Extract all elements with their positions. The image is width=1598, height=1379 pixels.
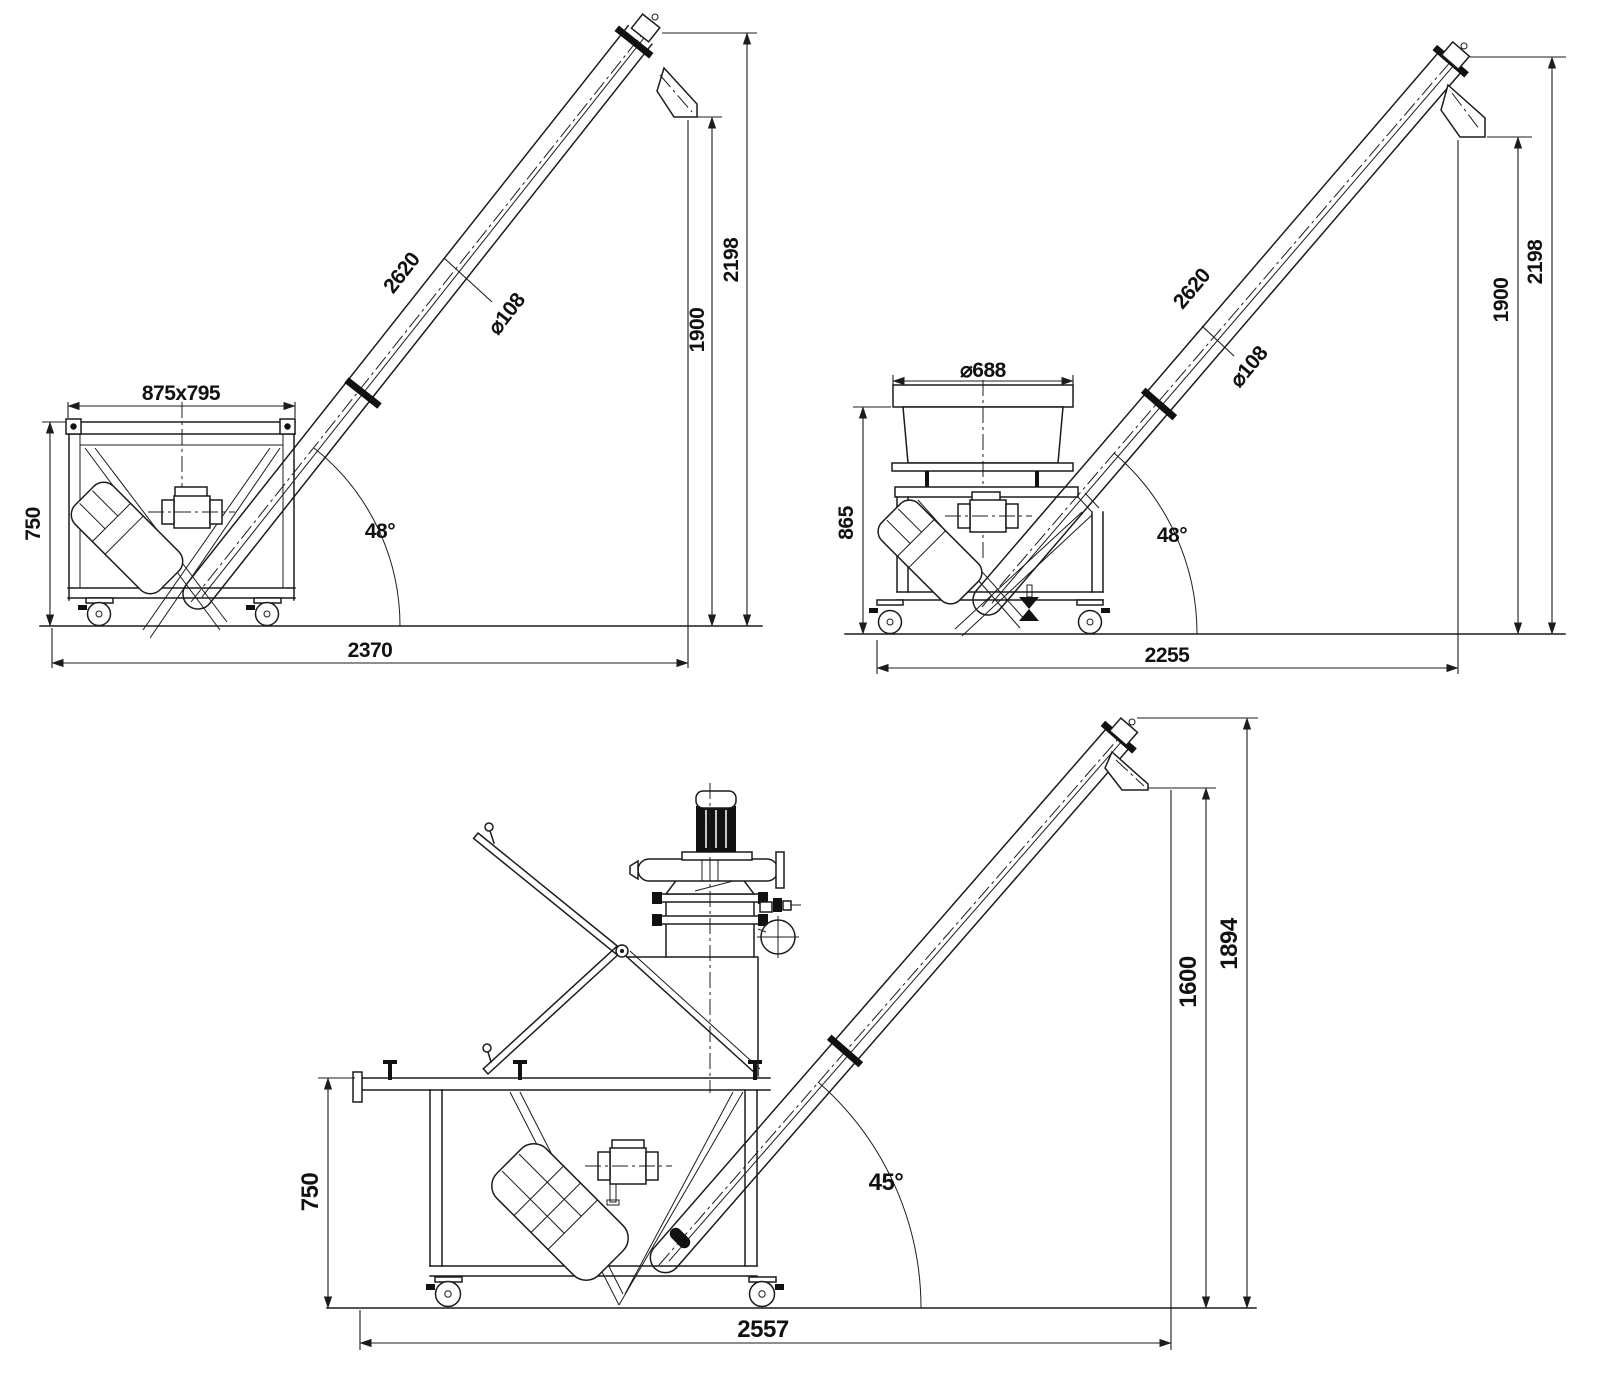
machine-round-hopper bbox=[844, 40, 1566, 637]
dim-discharge-height: 1600 bbox=[1175, 956, 1202, 1008]
shaft-coupling bbox=[945, 491, 1032, 533]
conveyor-tube bbox=[972, 40, 1486, 616]
outlet-cap bbox=[1108, 716, 1139, 747]
dim-hopper-size: 875x795 bbox=[142, 382, 221, 405]
dim-discharge-height: 1900 bbox=[1490, 278, 1513, 323]
dim-overall-height: 2198 bbox=[1524, 239, 1547, 285]
dim-overall-length: 2557 bbox=[737, 1316, 789, 1343]
lid-handle-knob bbox=[484, 822, 494, 832]
hopper-body bbox=[624, 950, 761, 1077]
vacuum-loader-unit bbox=[629, 783, 801, 1093]
dim-hopper-diameter: ⌀688 bbox=[960, 359, 1007, 382]
conveyor-tube bbox=[649, 716, 1149, 1274]
angle-arc bbox=[817, 1081, 922, 1309]
shaft-coupling bbox=[148, 486, 235, 529]
dim-overall-height: 2198 bbox=[720, 237, 743, 283]
dim-incline-angle: 48° bbox=[1157, 524, 1187, 547]
dim-cart-height: 750 bbox=[22, 507, 45, 541]
tube-weld-band bbox=[344, 377, 382, 409]
dim-tube-diameter: ⌀108 bbox=[484, 288, 531, 339]
drive-motor bbox=[491, 1143, 629, 1281]
machine-square-hopper bbox=[39, 13, 763, 639]
conveyor-tube bbox=[182, 13, 698, 610]
dim-incline-angle: 48° bbox=[365, 520, 395, 543]
caster-wheels bbox=[869, 584, 1110, 635]
open-lid bbox=[472, 822, 629, 1076]
dimensions-vacuum-loader: 750 2557 45° 1600 1894 bbox=[297, 717, 1258, 1350]
caster-wheels bbox=[78, 597, 282, 627]
blower-housing bbox=[637, 858, 779, 882]
dim-screw-length: 2620 bbox=[1169, 264, 1215, 313]
dim-screw-length: 2620 bbox=[379, 248, 425, 297]
dim-tube-diameter: ⌀108 bbox=[1226, 341, 1274, 391]
view-vacuum-loader: 750 2557 45° 1600 1894 bbox=[297, 716, 1258, 1350]
shaft-coupling bbox=[585, 1139, 672, 1206]
leveling-foot bbox=[1026, 584, 1033, 598]
discharge-spout bbox=[1440, 83, 1486, 138]
view-square-hopper: 875x795 750 2370 2620 ⌀108 48° 1900 2198 bbox=[22, 13, 763, 668]
dim-overall-height: 1894 bbox=[1216, 917, 1243, 970]
lid-handle-knob bbox=[482, 1043, 492, 1053]
view-round-hopper: ⌀688 865 2255 2620 ⌀108 48° 1900 2198 bbox=[835, 40, 1566, 674]
outlet-cap bbox=[630, 13, 661, 43]
caster-wheels bbox=[426, 1276, 784, 1308]
machine-vacuum-loader bbox=[326, 716, 1257, 1309]
tube-weld-band bbox=[826, 1034, 864, 1068]
dim-hopper-height: 865 bbox=[835, 505, 858, 539]
discharge-spout bbox=[1104, 750, 1149, 791]
dim-discharge-height: 1900 bbox=[686, 308, 709, 353]
angle-arc bbox=[313, 447, 401, 627]
discharge-spout bbox=[656, 66, 698, 118]
intake-end-cap bbox=[669, 1227, 691, 1249]
dim-incline-angle: 45° bbox=[869, 1169, 904, 1196]
vent-valve bbox=[759, 898, 801, 913]
dim-cart-height: 750 bbox=[297, 1173, 324, 1212]
angle-arc bbox=[1113, 452, 1198, 635]
lid-clamps bbox=[383, 1060, 762, 1080]
outlet-cap bbox=[1440, 40, 1471, 71]
drive-motor bbox=[877, 499, 983, 605]
dim-overall-length: 2370 bbox=[348, 639, 393, 662]
outlet-flange bbox=[614, 25, 654, 59]
dim-overall-length: 2255 bbox=[1145, 644, 1191, 667]
drive-motor bbox=[70, 481, 184, 595]
tube-weld-band bbox=[1140, 387, 1178, 421]
